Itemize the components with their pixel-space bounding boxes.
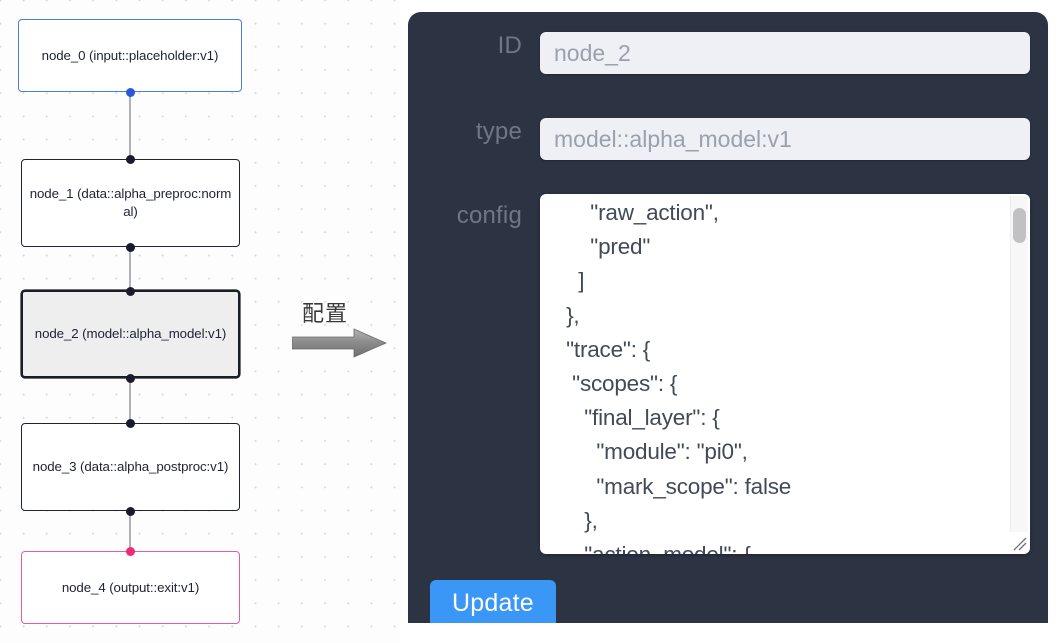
node-handle-target-node_2[interactable] — [125, 287, 135, 296]
id-field-row: ID — [408, 32, 1048, 74]
flow-canvas[interactable]: node_0 (input::placeholder:v1) node_1 (d… — [0, 0, 400, 643]
config-field-label: config — [456, 202, 522, 229]
config-textarea-wrap: "raw_action", "pred" ] }, "trace": { "sc… — [540, 194, 1030, 554]
graph-node-node_1[interactable]: node_1 (data::alpha_preproc:normal) — [21, 159, 240, 247]
graph-node-node_4[interactable]: node_4 (output::exit:v1) — [21, 551, 240, 624]
config-textarea[interactable]: "raw_action", "pred" ] }, "trace": { "sc… — [540, 194, 1030, 554]
edge-node1-node2 — [129, 245, 131, 289]
id-input[interactable] — [540, 32, 1030, 74]
config-field-row: config "raw_action", "pred" ] }, "trace"… — [408, 194, 1048, 554]
node-handle-source-node_3[interactable] — [125, 507, 135, 516]
edge-node3-node4 — [129, 509, 131, 549]
node-handle-target-node_4[interactable] — [125, 547, 135, 556]
update-button[interactable]: Update — [430, 580, 556, 623]
graph-node-node_3[interactable]: node_3 (data::alpha_postproc:v1) — [21, 423, 240, 511]
node-config-panel: ID type config "raw_action", "pred" ] },… — [408, 12, 1048, 623]
graph-node-node_0[interactable]: node_0 (input::placeholder:v1) — [18, 19, 242, 92]
node-handle-target-node_3[interactable] — [125, 419, 135, 428]
config-scrollbar-thumb[interactable] — [1013, 208, 1026, 243]
graph-node-node_2[interactable]: node_2 (model::alpha_model:v1) — [21, 290, 240, 378]
node-handle-source-node_1[interactable] — [125, 243, 135, 252]
node-handle-source-node_0[interactable] — [125, 88, 135, 97]
resize-handle-icon[interactable] — [1011, 535, 1029, 553]
graph-node-label: node_4 (output::exit:v1) — [61, 579, 200, 595]
configure-arrow-group: 配置 — [292, 296, 396, 358]
id-field-label: ID — [497, 32, 522, 59]
type-field-row: type — [408, 118, 1048, 160]
type-field-label: type — [475, 118, 522, 145]
type-input[interactable] — [540, 118, 1030, 160]
node-handle-target-node_1[interactable] — [125, 155, 135, 164]
config-scrollbar[interactable] — [1010, 196, 1028, 532]
graph-node-label: node_1 (data::alpha_preproc:normal) — [29, 186, 232, 219]
graph-node-label: node_3 (data::alpha_postproc:v1) — [32, 459, 229, 475]
graph-node-label: node_2 (model::alpha_model:v1) — [34, 326, 227, 342]
graph-node-label: node_0 (input::placeholder:v1) — [41, 47, 219, 63]
right-arrow-icon — [292, 328, 387, 358]
arrow-caption: 配置 — [302, 302, 349, 327]
edge-node0-node1 — [129, 90, 131, 157]
edge-node2-node3 — [129, 376, 131, 421]
node-handle-source-node_2[interactable] — [125, 374, 135, 383]
